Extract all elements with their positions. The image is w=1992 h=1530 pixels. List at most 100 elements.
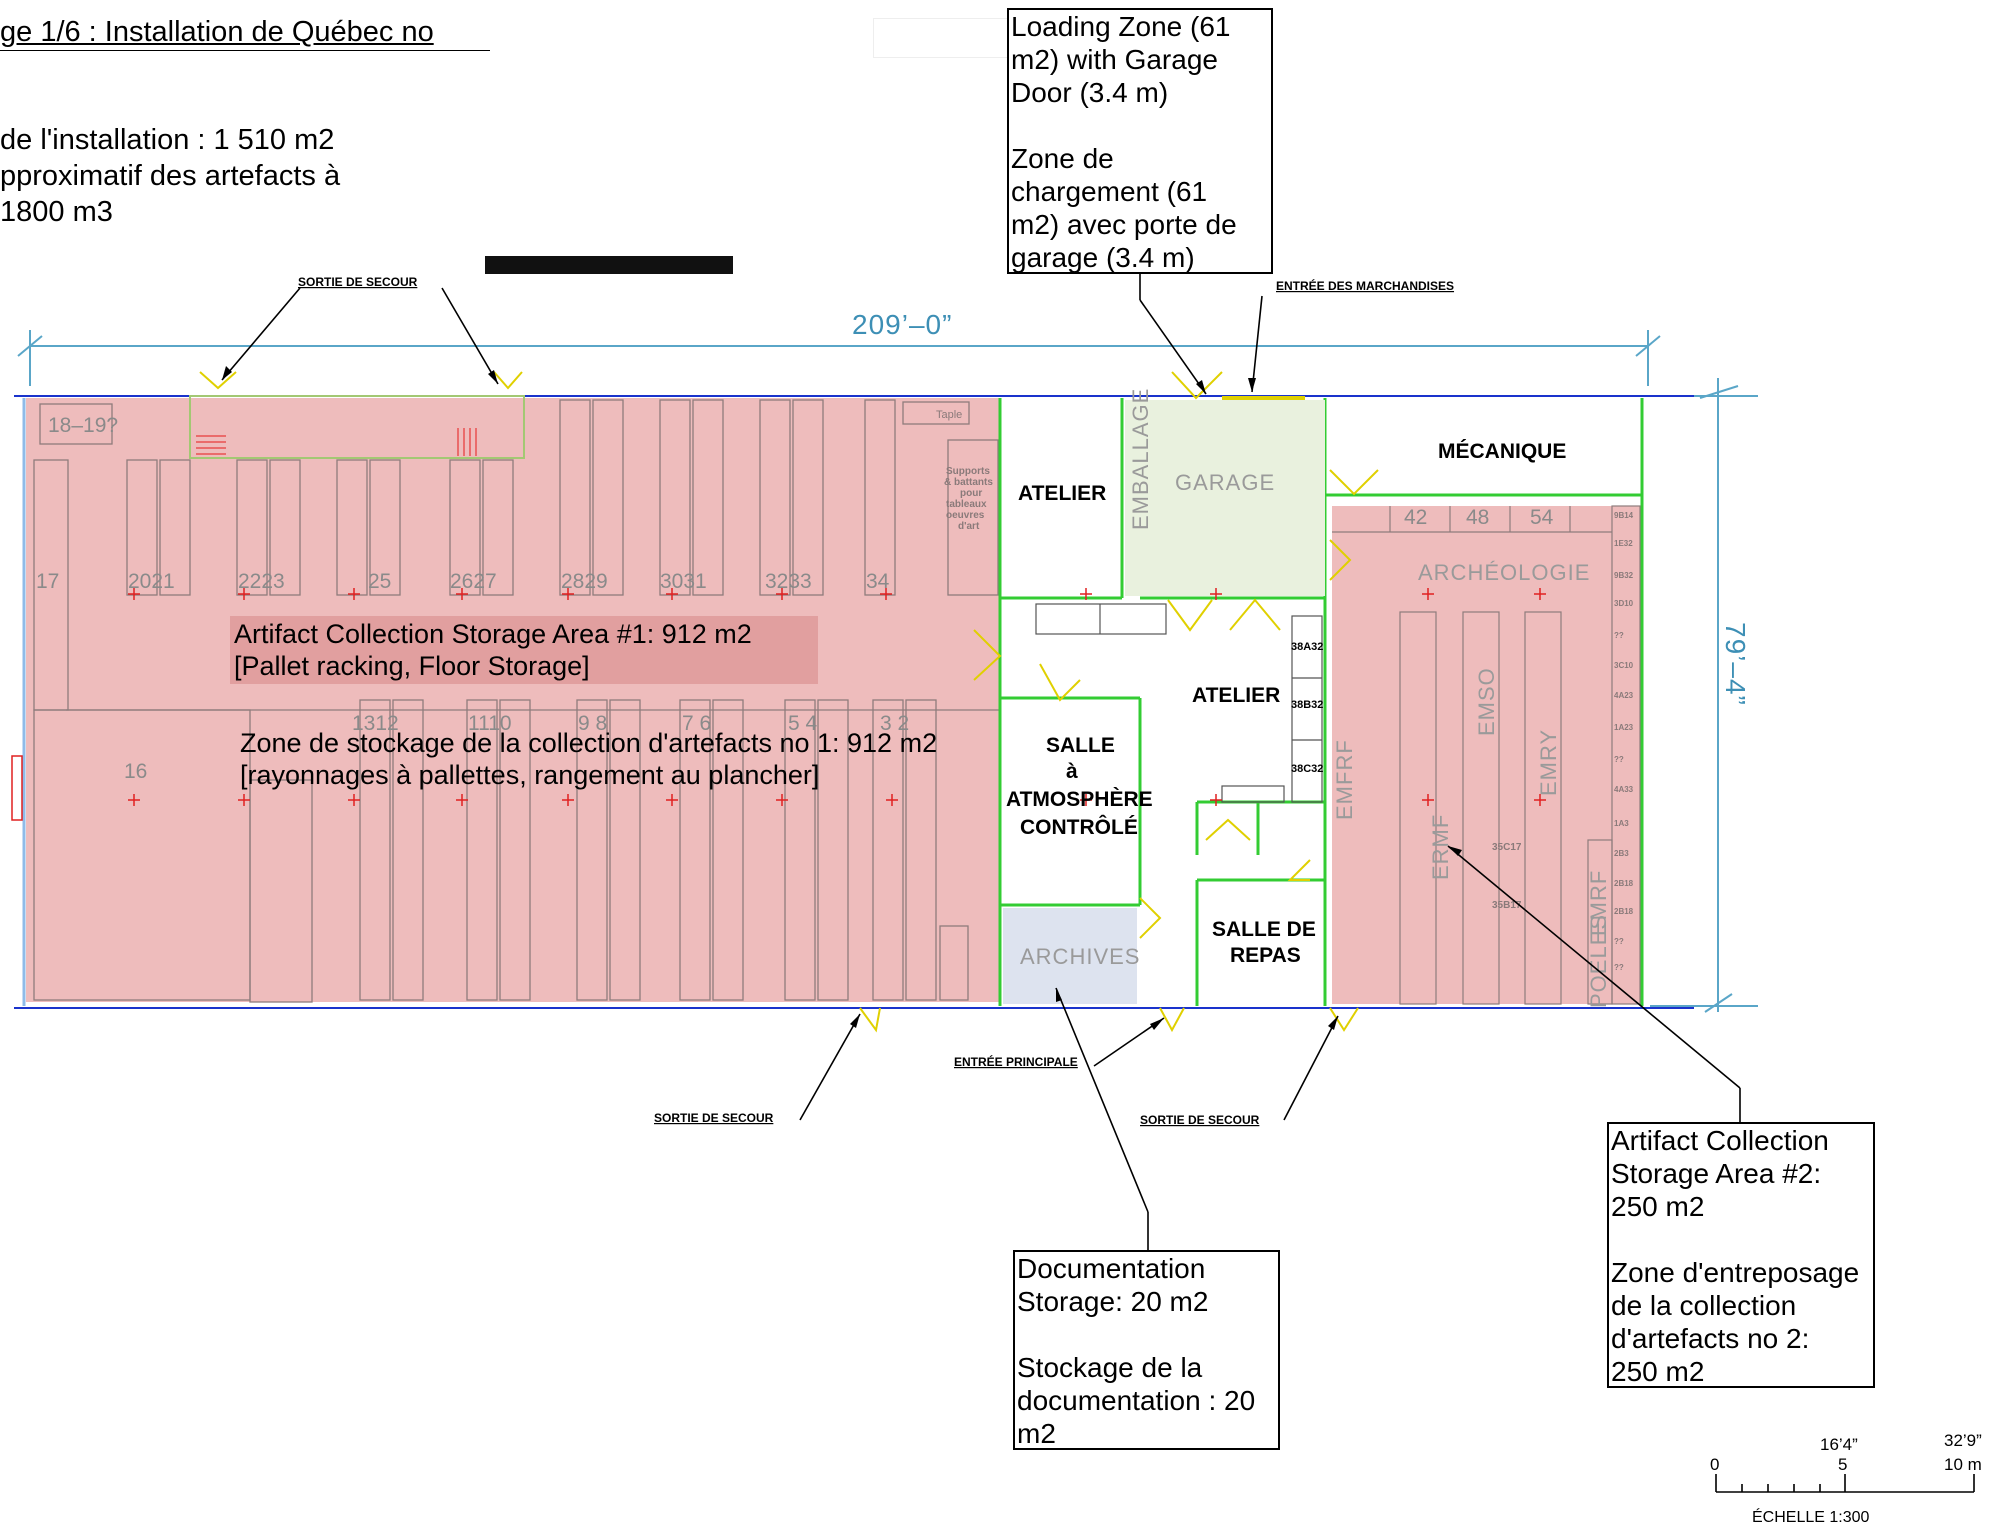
atelier-2-label: ATELIER [1192,684,1280,707]
storage-area-2-callout: Artifact Collection Storage Area #2: 250… [1607,1122,1875,1388]
leader-lines [221,268,1741,1250]
pallet-racks [33,399,1000,1003]
sortie-de-secour-bottom-left: SORTIE DE SECOUR [654,1111,774,1125]
svg-text:9B32: 9B32 [1614,571,1634,580]
mecanique-label: MÉCANIQUE [1438,440,1566,463]
svg-text:42: 42 [1404,506,1427,529]
svg-text:38B32: 38B32 [1291,699,1323,711]
svg-text:3 2: 3 2 [880,712,909,735]
svg-text:1A3: 1A3 [1614,819,1629,828]
svg-text:9B14: 9B14 [1614,511,1634,520]
storage-area-2-fill [1332,506,1640,1004]
archives-fill [1003,908,1137,1004]
repas-label-2: REPAS [1230,944,1301,967]
documentation-storage-callout: Documentation Storage: 20 m2 Stockage de… [1013,1250,1280,1450]
storage-area-1-en: Artifact Collection Storage Area #1: 912… [230,616,818,684]
svg-text:35C17: 35C17 [1492,842,1522,853]
archives-label: ARCHIVES [1020,944,1140,969]
artifact-volume-line1: pproximatif des artefacts à [0,160,341,192]
entree-principale: ENTRÉE PRINCIPALE [954,1054,1078,1069]
bay-numbers-mid: 1312 1110 9 8 7 6 5 4 3 2 [352,712,909,735]
svg-text:1312: 1312 [352,712,399,735]
svg-text:4A23: 4A23 [1614,691,1634,700]
svg-text:3233: 3233 [765,570,812,593]
bay-numbers-top: 17 2021 2223 25 2627 2829 3031 3233 34 [36,570,890,593]
svg-text:??: ?? [1614,937,1624,946]
entree-marchandises: ENTRÉE DES MARCHANDISES [1276,278,1454,293]
archeology-small-codes: 35C17 35B17 [1492,842,1522,911]
svg-text:38C32: 38C32 [1291,763,1323,775]
archeologie-label: ARCHÉOLOGIE [1418,560,1590,585]
arrow-heads [222,366,1462,1030]
svg-text:35B17: 35B17 [1492,900,1522,911]
garage-label: GARAGE [1175,470,1275,495]
loading-zone-callout: Loading Zone (61 m2) with Garage Door (3… [1007,8,1273,274]
svg-text:17: 17 [36,570,59,593]
page-title: ge 1/6 : Installation de Québec no [0,16,434,48]
archeology-racks [1332,505,1641,1005]
archeology-shelf-codes: 9B14 1E32 9B32 3D10 ?? 3C10 4A23 1A23 ??… [1614,511,1634,972]
svg-text:3031: 3031 [660,570,707,593]
svg-text:2627: 2627 [450,570,497,593]
redacted-bar [485,256,733,274]
svg-text:54: 54 [1530,506,1554,529]
facility-area: de l'installation : 1 510 m2 [0,124,335,156]
svg-text:EMFRF: EMFRF [1332,739,1357,820]
atelier-shelf-codes: 38A32 38B32 38C32 [1291,641,1323,775]
svg-text:??: ?? [1614,631,1624,640]
svg-text:2B18: 2B18 [1614,907,1634,916]
svg-text:1110: 1110 [468,712,512,735]
svg-text:EMRF: EMRF [1586,870,1611,936]
svg-text:4A33: 4A33 [1614,785,1634,794]
svg-text:34: 34 [866,570,890,593]
svg-text:1A23: 1A23 [1614,723,1634,732]
bay-18-19: 18–19? [48,414,118,437]
doors [199,371,1379,1033]
title-underline [0,50,490,51]
scale-ratio: ÉCHELLE 1:300 [1752,1507,1870,1526]
svg-text:5 4: 5 4 [788,712,818,735]
svg-text:9 8: 9 8 [578,712,607,735]
scale-ten: 10 m [1944,1455,1982,1474]
scale-mid-label: 16’4” [1820,1435,1858,1454]
emballage-label: EMBALLAGE [1128,388,1153,530]
depth-label: 79’–4” [1720,622,1751,706]
svg-text:EMRY: EMRY [1536,729,1561,796]
salle-label-2: à [1066,760,1078,783]
mechanics-numbers: 42 48 54 [1404,506,1554,529]
svg-text:38A32: 38A32 [1291,641,1323,653]
svg-text:25: 25 [368,570,391,593]
svg-text:2B3: 2B3 [1614,849,1629,858]
garage-fill [1125,400,1325,596]
storage-area-1-fr: Zone de stockage de la collection d'arte… [240,728,938,790]
svg-text:??: ?? [1614,963,1624,972]
bay-16: 16 [124,760,147,783]
svg-text:2223: 2223 [238,570,285,593]
salle-label-4: CONTRÔLÉ [1020,815,1138,839]
scale-five: 5 [1838,1455,1847,1474]
atelier-label: ATELIER [1018,482,1106,505]
svg-text:2021: 2021 [128,570,175,593]
svg-text:1E32: 1E32 [1614,539,1633,548]
stairs [196,428,477,456]
scale-bar [1715,1474,1975,1493]
sortie-de-secour-bottom-right: SORTIE DE SECOUR [1140,1113,1260,1127]
width-label: 209’–0” [852,309,952,340]
svg-text:POELES: POELES [1586,914,1611,1008]
svg-text:2B18: 2B18 [1614,879,1634,888]
column-markers [128,588,1546,806]
atelier-shelving [1035,603,1323,803]
repas-label-1: SALLE DE [1212,918,1316,941]
svg-text:7 6: 7 6 [682,712,711,735]
svg-text:3C10: 3C10 [1614,661,1634,670]
salle-label-3: ATMOSPHÈRE [1006,788,1153,811]
svg-text:EMSO: EMSO [1474,667,1499,736]
width-dimension [17,330,1661,386]
salle-label-1: SALLE [1046,734,1115,757]
svg-text:3D10: 3D10 [1614,599,1634,608]
table-label: Taple [936,409,962,421]
svg-text:48: 48 [1466,506,1489,529]
sortie-de-secour-top: SORTIE DE SECOUR [298,275,418,289]
